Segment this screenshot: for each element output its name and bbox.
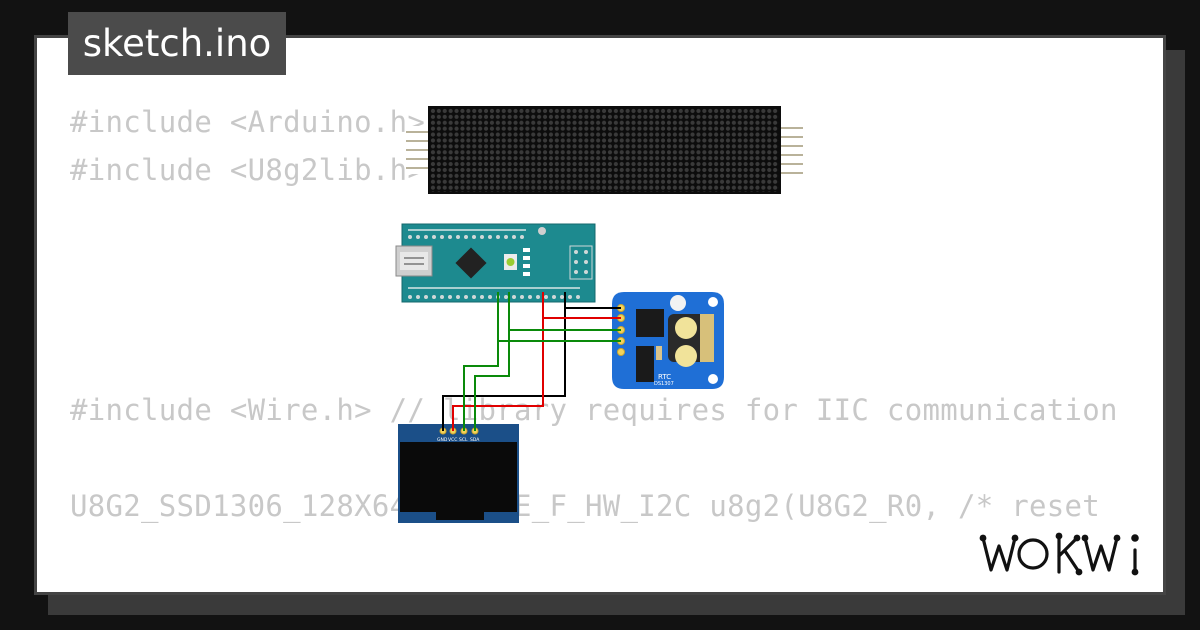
- rtc-label: RTC: [658, 373, 671, 381]
- wires[interactable]: [442, 292, 621, 431]
- oled-pin-scl: SCL: [459, 437, 468, 443]
- rtc-chip-label: DS1307: [654, 381, 674, 387]
- code-line-2: #include <U8g2lib.h>: [70, 153, 426, 187]
- wire-sda-oled: [474, 292, 510, 431]
- wire-scl-oled: [463, 292, 499, 431]
- wokwi-logo[interactable]: [975, 524, 1155, 584]
- oled-pin-vcc: VCC: [448, 437, 457, 443]
- oled-pin-sda: SDA: [470, 437, 480, 443]
- led-matrix[interactable]: [406, 106, 803, 194]
- code-line-4: U8G2_SSD1306_128X64_NONAME_F_HW_I2C u8g2…: [70, 489, 1101, 523]
- rtc-module[interactable]: RTC DS1307: [612, 292, 724, 389]
- file-tab[interactable]: sketch.ino: [68, 12, 286, 75]
- oled-display[interactable]: GND VCC SCL SDA: [398, 424, 519, 523]
- wire-5v-oled: [452, 292, 544, 431]
- code-line-1: #include <Arduino.h>: [70, 105, 426, 139]
- wire-gnd-oled: [442, 292, 566, 431]
- arduino-nano[interactable]: [395, 223, 596, 303]
- oled-pin-gnd: GND: [437, 437, 448, 443]
